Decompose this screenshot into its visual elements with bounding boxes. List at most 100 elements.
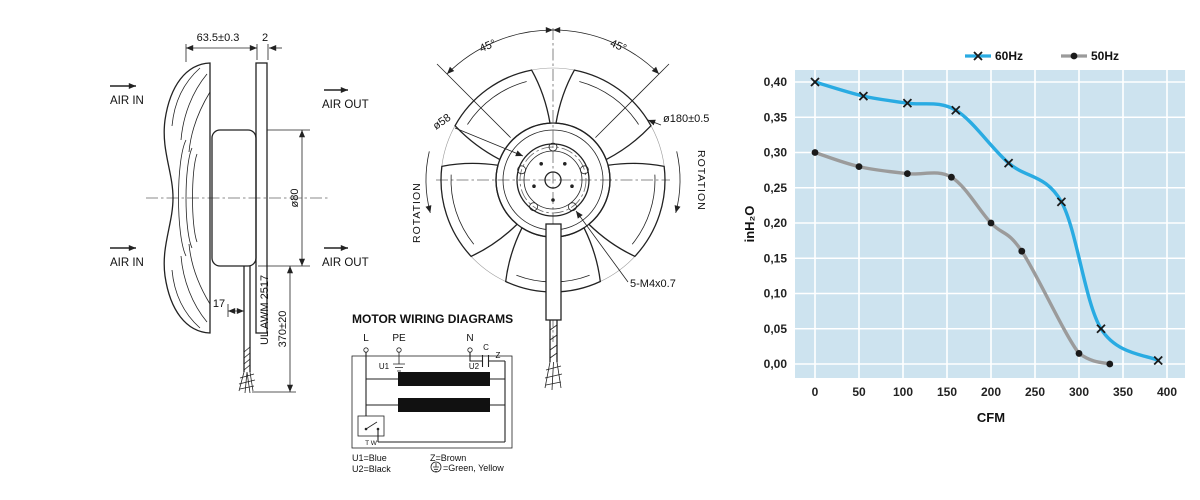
mounting-hole	[568, 202, 577, 212]
marker-dot	[1018, 247, 1026, 255]
dimension-hub-diameter: ø58	[431, 112, 524, 157]
legend-u1: U1=Blue	[352, 453, 387, 463]
marker-x	[810, 77, 820, 87]
side-view: 63.5±0.3 2 ø80 370±20 UL AWM 2517 17	[110, 32, 369, 394]
winding-main	[398, 372, 490, 386]
marker-x	[858, 91, 869, 101]
thermal-protector-label: T W	[365, 440, 378, 447]
winding-aux	[398, 398, 490, 412]
svg-text:0,20: 0,20	[764, 216, 788, 230]
marker-x	[1003, 158, 1014, 168]
dim-cable-length-label: 370±20	[277, 311, 289, 348]
mounting-hole	[580, 165, 589, 175]
tick-labels: 0 50 100 150 200 250 300 350 400 0,00 0,05 0,10 0,15…	[764, 75, 1178, 399]
marker-x	[1056, 197, 1067, 207]
mounting-hole	[517, 165, 526, 175]
svg-text:0,30: 0,30	[764, 146, 788, 160]
svg-text:0,05: 0,05	[764, 322, 788, 336]
marker-x	[951, 105, 961, 115]
svg-text:300: 300	[1069, 385, 1089, 399]
dim-plate-label: 2	[262, 32, 268, 44]
terminal-n-label: N	[466, 333, 473, 344]
marker-dot	[948, 173, 955, 181]
wiring-wires	[365, 352, 506, 443]
winding-u2-label: U2	[469, 362, 480, 371]
legend-item-60Hz: 60Hz	[995, 49, 1023, 63]
legend-z: Z=Brown	[430, 453, 466, 463]
series-60Hz	[810, 77, 1163, 366]
svg-text:0,35: 0,35	[764, 110, 788, 124]
performance-chart: 0 50 100 150 200 250 300 350 400 0,00 0,05 0,10 0,15…	[742, 49, 1185, 425]
svg-text:200: 200	[981, 385, 1001, 399]
winding-z-label: Z	[496, 351, 501, 360]
marker-x	[902, 98, 913, 108]
power-cable	[238, 266, 256, 394]
svg-text:0,25: 0,25	[764, 181, 788, 195]
mounting-hole	[548, 142, 558, 152]
wiring-diagram: MOTOR WIRING DIAGRAMS L PE N C T W U1 U2…	[351, 312, 513, 474]
marker-dot	[904, 170, 911, 178]
marker-dot	[855, 163, 863, 170]
svg-text:100: 100	[893, 385, 913, 399]
dim-depth-label: 63.5±0.3	[197, 32, 240, 44]
marker-x	[973, 51, 983, 61]
svg-text:0,10: 0,10	[764, 287, 788, 301]
air-out-label-top: AIR OUT	[322, 99, 369, 111]
svg-text:250: 250	[1025, 385, 1045, 399]
dimension-cable-length: 370±20	[252, 266, 296, 393]
dimension-motor-diameter: ø80	[258, 129, 310, 267]
svg-text:400: 400	[1157, 385, 1177, 399]
terminal-n	[467, 347, 473, 353]
air-out-label-bottom: AIR OUT	[322, 257, 369, 269]
terminal-pe	[396, 347, 402, 353]
thermal-protector: T W	[357, 415, 385, 447]
wiring-box	[351, 355, 513, 449]
svg-text:0,40: 0,40	[764, 75, 788, 89]
legend-item-50Hz: 50Hz	[1091, 49, 1119, 63]
rotation-label-right: ROTATION	[695, 150, 707, 211]
dim-outer-label: ø180±0.5	[663, 113, 709, 125]
angle-left-label: 45°	[478, 37, 498, 55]
chart-legend: 60Hz 50Hz	[965, 49, 1119, 63]
air-flow-labels: AIR IN AIR IN AIR OUT AIR OUT	[110, 82, 369, 269]
marker-dot	[1106, 360, 1114, 368]
svg-text:0: 0	[812, 385, 819, 399]
dim-cable-offset-label: 17	[213, 298, 225, 310]
legend-u2: U2=Black	[352, 464, 391, 474]
legend-ground: =Green, Yellow	[443, 463, 504, 473]
dim-motor-dia-label: ø80	[289, 189, 301, 208]
svg-text:150: 150	[937, 385, 957, 399]
svg-text:350: 350	[1113, 385, 1133, 399]
ground-icon	[430, 461, 442, 473]
mounting-hole	[529, 202, 538, 212]
wiring-title: MOTOR WIRING DIAGRAMS	[352, 312, 513, 326]
svg-text:0,15: 0,15	[764, 251, 788, 265]
front-cable	[544, 223, 563, 391]
terminal-l-label: L	[363, 333, 369, 344]
capacitor-label: C	[483, 343, 489, 352]
y-axis-label: inH₂O	[742, 206, 757, 243]
dimension-cable-offset: 17	[213, 298, 244, 317]
x-axis-label: CFM	[977, 410, 1005, 425]
rotation-label-left: ROTATION	[411, 182, 423, 243]
air-in-label-top: AIR IN	[110, 95, 144, 107]
angle-right-label: 45°	[608, 37, 628, 55]
ground-symbol	[393, 352, 405, 372]
technical-drawings: 63.5±0.3 2 ø80 370±20 UL AWM 2517 17	[110, 26, 709, 474]
mounting-holes-label: 5-M4x0.7	[630, 278, 676, 290]
terminal-pe-label: PE	[392, 333, 406, 344]
dim-hub-label: ø58	[431, 112, 453, 133]
bolt-circle	[519, 146, 587, 214]
marker-dot	[1070, 52, 1078, 60]
series-50Hz	[811, 149, 1114, 368]
dimension-blade-angles: 45° 45°	[436, 26, 670, 138]
rotation-indicators: ROTATION ROTATION	[411, 150, 707, 243]
marker-x	[1153, 355, 1163, 366]
svg-text:0,00: 0,00	[764, 357, 788, 371]
dimension-depth: 63.5±0.3 2	[185, 32, 282, 62]
dimension-mounting-holes: 5-M4x0.7	[575, 210, 676, 290]
svg-text:50: 50	[852, 385, 866, 399]
gridlines	[795, 70, 1185, 378]
fan-side-profile	[163, 62, 268, 334]
